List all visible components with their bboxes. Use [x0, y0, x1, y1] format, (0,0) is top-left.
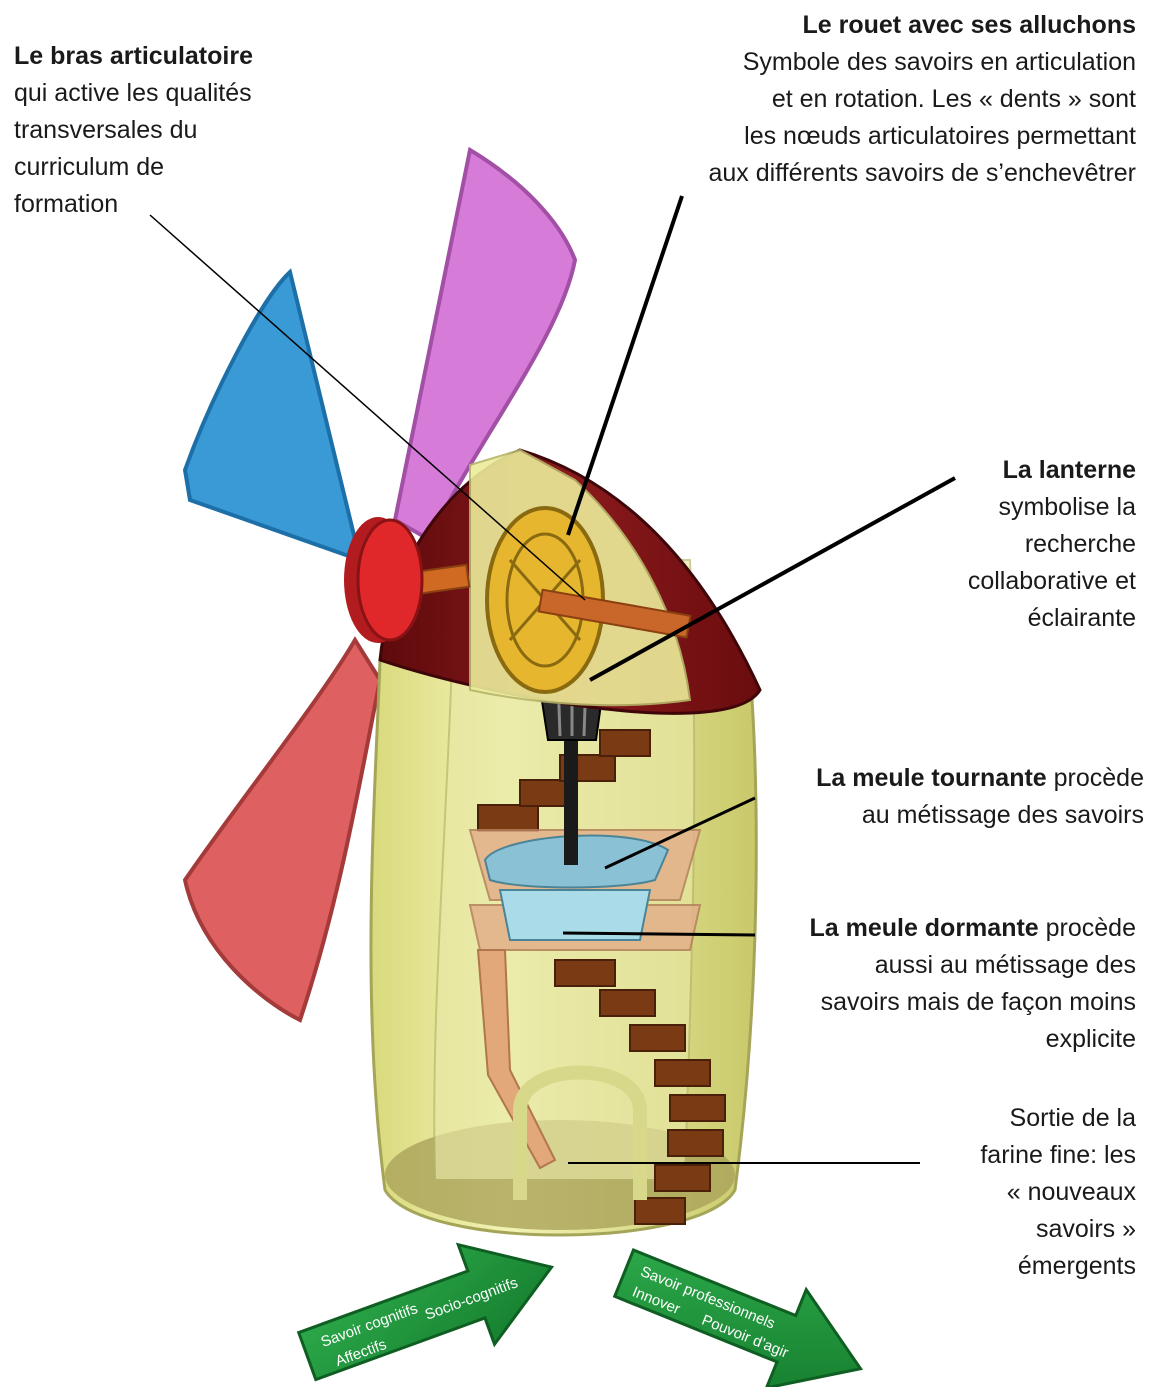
label-lanterne-line-1: symbolise la — [968, 489, 1136, 526]
label-rouet-line-1: Symbole des savoirs en articulation — [708, 44, 1136, 81]
input-arrow: Savoir cognitifs Socio-cognitifs Affecti… — [289, 1217, 570, 1387]
label-meule-dormante-rest: procède — [1039, 914, 1136, 942]
label-lanterne-line-4: éclairante — [968, 600, 1136, 637]
label-sortie-line-5: émergents — [980, 1248, 1136, 1285]
label-lanterne-title: La lanterne — [1003, 456, 1136, 484]
label-rouet-line-2: et en rotation. Les « dents » sont — [708, 81, 1136, 118]
blade-red — [185, 640, 380, 1020]
label-lanterne-line-2: recherche — [968, 526, 1136, 563]
label-rouet-line-3: les nœuds articulatoires permettant — [708, 118, 1136, 155]
label-lanterne-line-3: collaborative et — [968, 563, 1136, 600]
label-meule-dormante-title: La meule dormante — [809, 914, 1038, 942]
hub — [358, 520, 422, 640]
label-meule-dormante: La meule dormante procède aussi au métis… — [809, 910, 1136, 1058]
label-rouet-line-4: aux différents savoirs de s’enchevêtrer — [708, 155, 1136, 192]
blade-blue — [185, 272, 360, 560]
output-arrow: Savoir professionnels Innover Pouvoir d’… — [604, 1224, 880, 1387]
label-bras-line-2: transversales du — [14, 112, 253, 149]
label-bras-articulatoire: Le bras articulatoire qui active les qua… — [14, 38, 253, 223]
label-meule-tournante-title: La meule tournante — [816, 764, 1047, 792]
label-sortie-line-3: « nouveaux — [980, 1174, 1136, 1211]
leader-rouet — [568, 196, 682, 535]
label-meule-tournante: La meule tournante procède au métissage … — [816, 760, 1144, 834]
label-meule-tournante-line-1: au métissage des savoirs — [816, 797, 1144, 834]
label-meule-tournante-rest: procède — [1047, 764, 1144, 792]
label-lanterne: La lanterne symbolise la recherche colla… — [968, 452, 1136, 637]
label-sortie-farine: Sortie de la farine fine: les « nouveaux… — [980, 1100, 1136, 1285]
leader-meule-dormante — [563, 933, 755, 935]
label-sortie-line-2: farine fine: les — [980, 1137, 1136, 1174]
label-bras-line-4: formation — [14, 186, 253, 223]
label-sortie-line-4: savoirs » — [980, 1211, 1136, 1248]
label-bras-line-3: curriculum de — [14, 149, 253, 186]
label-bras-line-1: qui active les qualités — [14, 75, 253, 112]
label-sortie-line-1: Sortie de la — [980, 1100, 1136, 1137]
label-bras-title: Le bras articulatoire — [14, 42, 253, 70]
label-meule-dormante-line-3: explicite — [809, 1021, 1136, 1058]
label-meule-dormante-line-1: aussi au métissage des — [809, 947, 1136, 984]
label-meule-dormante-line-2: savoirs mais de façon moins — [809, 984, 1136, 1021]
label-rouet-title: Le rouet avec ses alluchons — [803, 11, 1136, 39]
label-rouet: Le rouet avec ses alluchons Symbole des … — [708, 7, 1136, 192]
